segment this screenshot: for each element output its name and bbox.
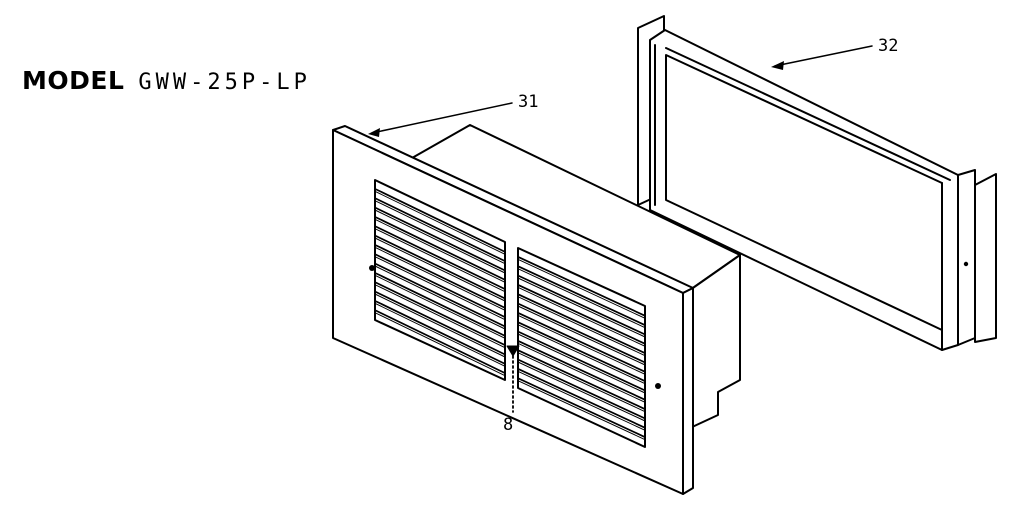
louvre-slat: [375, 225, 505, 290]
louvre-slat: [518, 368, 645, 429]
screw: [506, 345, 520, 413]
louvre-slat: [518, 359, 645, 419]
louvre-slat: [375, 300, 505, 365]
louvre-slat: [375, 244, 505, 309]
louvre-slat-edge: [518, 259, 645, 319]
louvre-slat: [375, 197, 505, 262]
louvre-slat: [375, 253, 505, 318]
louvre-slat: [375, 291, 505, 355]
louvre-slat-edge: [518, 278, 645, 337]
louvre-slat: [375, 263, 505, 327]
louvre-slat-edge: [518, 287, 645, 347]
louvre-slat: [518, 293, 645, 354]
louvre-slat-edge: [518, 306, 645, 365]
louvre-slat: [375, 188, 505, 253]
louvre-slat: [518, 275, 645, 335]
louvre-slat: [518, 340, 645, 401]
louvre-slat-edge: [375, 219, 505, 283]
louvre-slat: [375, 216, 505, 281]
right-louvre-panel: [517, 247, 646, 448]
louvre-slat-edge: [375, 228, 505, 292]
mounting-hole-right-icon: [655, 383, 661, 389]
heater-housing: [411, 124, 741, 429]
louvre-slat-edge: [375, 247, 505, 311]
louvre-slat-edge: [518, 324, 645, 384]
callout-screw: 8: [503, 415, 514, 435]
louvre-slat: [518, 265, 645, 326]
louvre-slat-edge: [518, 268, 645, 328]
louvre-slat-edge: [375, 266, 505, 329]
louvre-slat: [518, 331, 645, 391]
louvre-slat-edge: [375, 303, 505, 367]
callout-grille: 31: [518, 92, 539, 112]
leader-lines: [368, 45, 873, 137]
louvre-slat-edge: [375, 200, 505, 264]
louvre-slat: [375, 207, 505, 271]
callout-sleeve: 32: [878, 36, 899, 56]
louvre-slat: [375, 272, 505, 337]
louvre-slat-edge: [518, 334, 645, 393]
louvre-slat-edge: [375, 191, 505, 255]
louvre-slat-edge: [518, 362, 645, 421]
louvre-slat-edge: [518, 343, 645, 403]
louvre-slat-edge: [375, 256, 505, 320]
louvre-slat: [518, 377, 645, 438]
louvre-slat-edge: [375, 312, 505, 376]
louvre-slat-edge: [518, 296, 645, 356]
louvre-slat: [518, 256, 645, 317]
louvre-slat: [518, 303, 645, 363]
louvre-slat: [375, 309, 505, 374]
model-number: GWW-25P-LP: [138, 70, 311, 95]
louvre-slat-edge: [518, 371, 645, 431]
louvre-slat-edge: [375, 284, 505, 348]
model-title: MODEL GWW-25P-LP: [22, 66, 311, 95]
louvre-slat-edge: [518, 380, 645, 440]
mounting-hole-left-icon: [369, 265, 375, 271]
louvre-slat: [518, 312, 645, 373]
louvre-slat-edge: [518, 352, 645, 412]
louvre-slat: [518, 284, 645, 345]
louvre-slat: [518, 349, 645, 410]
louvre-slat-edge: [518, 315, 645, 375]
louvre-slat: [375, 235, 505, 299]
louvre-slat: [375, 281, 505, 346]
louvre-slat-edge: [375, 210, 505, 273]
model-label: MODEL: [22, 66, 125, 95]
louvre-slat-edge: [375, 238, 505, 301]
louvre-slat-edge: [375, 294, 505, 357]
louvre-slat-edge: [375, 275, 505, 339]
wall-sleeve-frame: [637, 15, 997, 351]
louvre-slat: [518, 321, 645, 382]
left-louvre-panel: [374, 179, 506, 381]
